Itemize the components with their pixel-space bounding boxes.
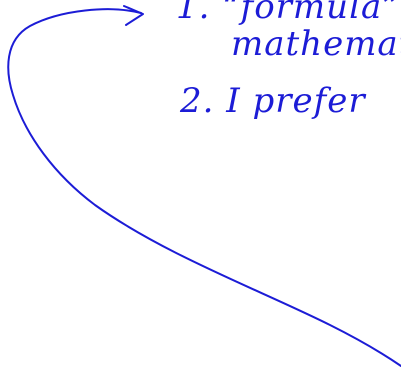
- note-line-2: mathemati: [231, 24, 401, 64]
- arrowhead-icon: [123, 5, 144, 26]
- note-line-3: 2. I prefer: [179, 81, 366, 121]
- hand-drawn-curved-arrow-stroke: [7, 8, 401, 367]
- note-line-1: 1. “formula”: [176, 0, 401, 27]
